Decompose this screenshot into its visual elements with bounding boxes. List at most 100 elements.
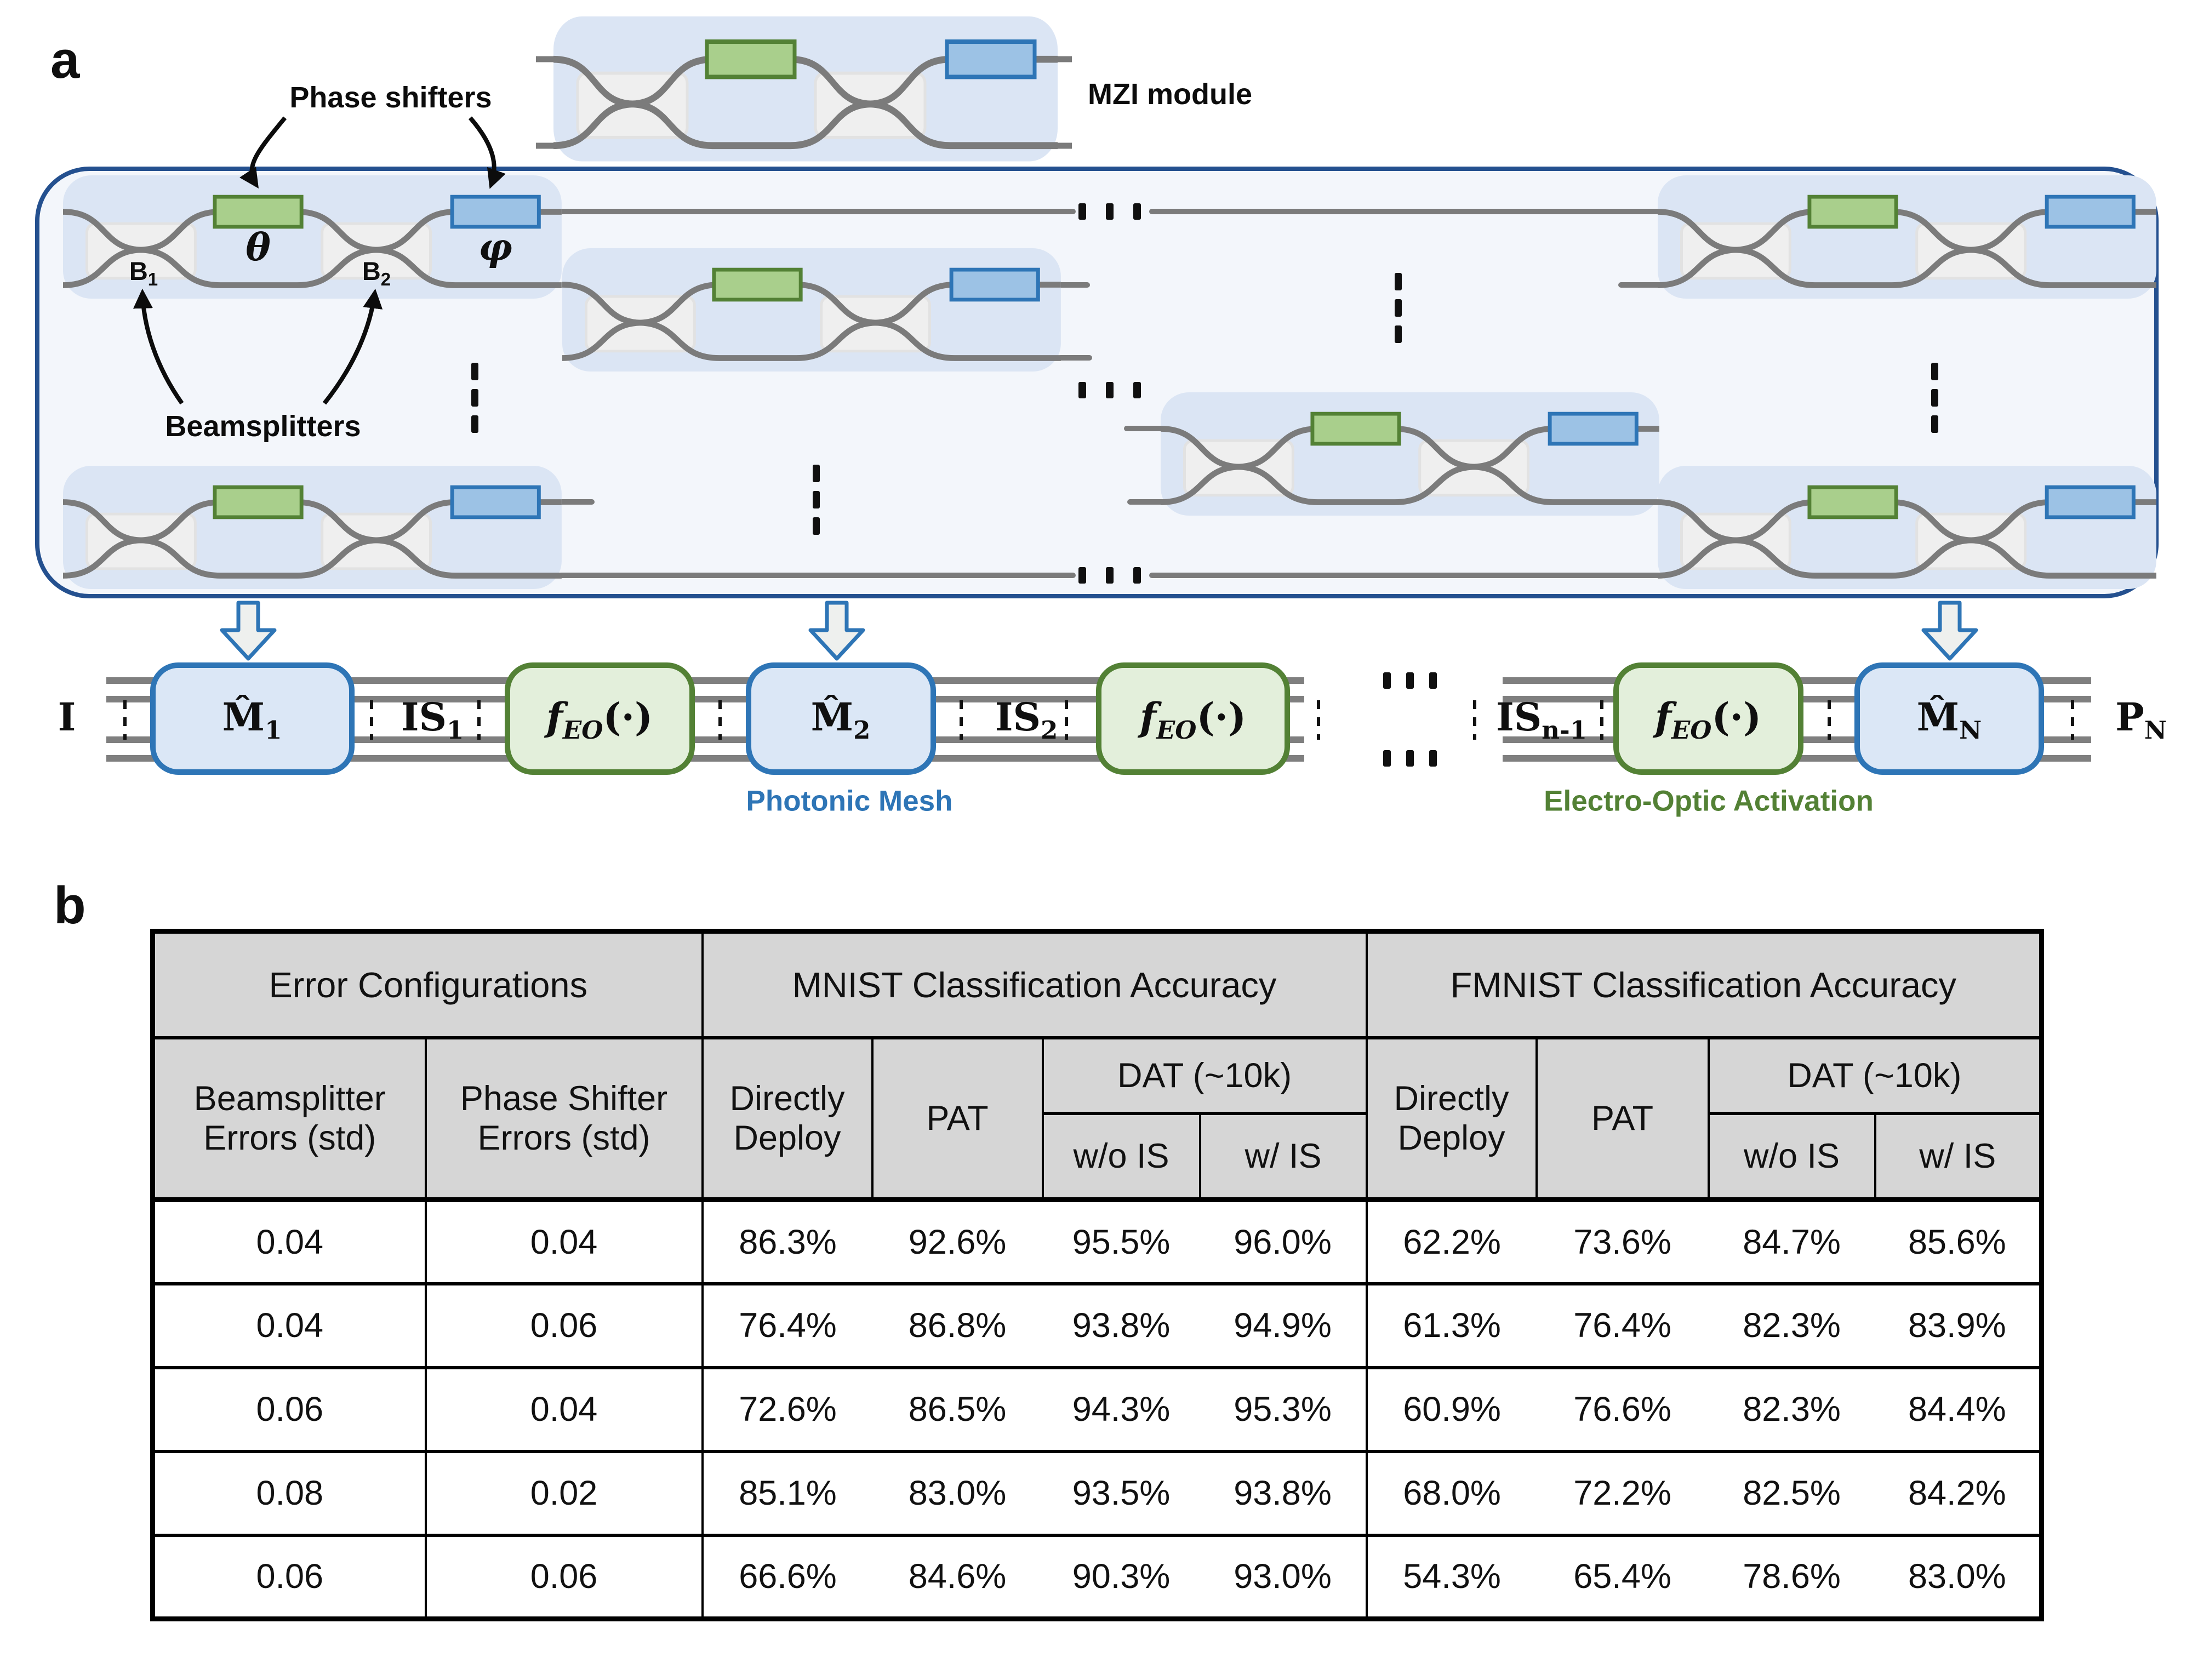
mzi-bottom-left (63, 466, 562, 589)
col-header-directly-deploy-mnist: Directly Deploy (702, 1036, 874, 1202)
table-cell: 82.3% (1708, 1282, 1875, 1369)
table-cell: 82.5% (1708, 1449, 1875, 1537)
col-header-beamsplitter-errors: Beamsplitter Errors (std) (150, 1036, 427, 1202)
table-cell: 76.6% (1536, 1365, 1709, 1453)
table-cell: 78.6% (1708, 1533, 1875, 1621)
mzi-module-label: MZI module (1088, 78, 1252, 111)
table-cell: 85.6% (1875, 1198, 2045, 1285)
table-cell: 90.3% (1042, 1533, 1200, 1621)
activation-box-3 (1613, 662, 1803, 775)
group-header-mnist: MNIST Classification Accuracy (702, 929, 1368, 1039)
table-cell: 73.6% (1536, 1198, 1709, 1285)
pn-label: PN (2115, 694, 2167, 745)
table-cell: 62.2% (1366, 1198, 1537, 1285)
table-cell: 0.02 (425, 1449, 704, 1537)
mesh-box-m1 (150, 662, 355, 775)
col-header-pat-mnist: PAT (872, 1036, 1044, 1202)
flow-boxes (150, 662, 2044, 775)
table-cell: 82.3% (1708, 1365, 1875, 1453)
table-cell: 68.0% (1366, 1449, 1537, 1537)
table-cell: 84.6% (872, 1533, 1043, 1621)
group-header-error-config: Error Configurations (150, 929, 704, 1039)
table-row: 0.04 0.04 86.3% 92.6% 95.5% 96.0% 62.2% … (150, 1198, 2045, 1285)
phi-label: φ (478, 226, 512, 270)
beamsplitters-label: Beamsplitters (165, 410, 361, 443)
table-row: 0.08 0.02 85.1% 83.0% 93.5% 93.8% 68.0% … (150, 1449, 2045, 1537)
table-cell: 86.5% (872, 1365, 1043, 1453)
mzi-top-right (1658, 175, 2156, 299)
table-cell: 94.9% (1200, 1282, 1368, 1369)
phase-shifters-label: Phase shifters (289, 81, 492, 114)
table-cell: 93.8% (1200, 1449, 1368, 1537)
accuracy-table: Error Configurations MNIST Classificatio… (150, 929, 2045, 1621)
mzi-middle-right (1161, 392, 1659, 516)
table-cell: 65.4% (1536, 1533, 1709, 1621)
table-cell: 0.06 (150, 1365, 427, 1453)
beamsplitter-arrow-left (133, 288, 184, 405)
beamsplitter-2-label: B2 (362, 256, 391, 290)
table-cell: 83.0% (1875, 1533, 2045, 1621)
table-cell: 0.06 (150, 1533, 427, 1621)
m2-label: M̂2 (810, 694, 871, 745)
col-header-pat-fmnist: PAT (1536, 1036, 1710, 1202)
col-header-dat-mnist: DAT (~10k) (1042, 1036, 1368, 1115)
mesh-ellipsis-dots (471, 203, 1938, 584)
eo-activation-caption: Electro-Optic Activation (1544, 785, 1874, 818)
col-header-wo-is-fmnist: w/o IS (1708, 1111, 1876, 1202)
table-cell: 95.3% (1200, 1365, 1368, 1453)
table-cell: 0.04 (150, 1282, 427, 1369)
mn-label: M̂N (1916, 694, 1982, 745)
col-header-dat-fmnist: DAT (~10k) (1708, 1036, 2045, 1115)
table-cell: 54.3% (1366, 1533, 1537, 1621)
table-cell: 0.04 (150, 1198, 427, 1285)
table-cell: 76.4% (1536, 1282, 1709, 1369)
photonic-mesh-diagram (35, 0, 2192, 775)
col-header-phase-shifter-errors: Phase Shifter Errors (std) (425, 1036, 704, 1202)
phase-shifter-arrow-left (239, 116, 287, 188)
panel-b-label: b (54, 876, 86, 935)
table-cell: 83.9% (1875, 1282, 2045, 1369)
table-cell: 0.08 (150, 1449, 427, 1537)
table-cell: 84.2% (1875, 1449, 2045, 1537)
table-cell: 72.2% (1536, 1449, 1709, 1537)
table-cell: 83.0% (872, 1449, 1043, 1537)
is1-label: IS1 (401, 694, 464, 745)
table-cell: 93.0% (1200, 1533, 1368, 1621)
mzi-bottom-right (1658, 466, 2156, 589)
table-row: 0.06 0.04 72.6% 86.5% 94.3% 95.3% 60.9% … (150, 1365, 2045, 1453)
mesh-box-mn (1854, 662, 2044, 775)
feo1-label: fEO(·) (546, 694, 653, 745)
activation-box-1 (505, 662, 695, 775)
table-cell: 86.3% (702, 1198, 872, 1285)
table-cell: 84.4% (1875, 1365, 2045, 1453)
table-cell: 96.0% (1200, 1198, 1368, 1285)
table-cell: 0.04 (425, 1365, 704, 1453)
mzi-middle-left (562, 248, 1061, 372)
table-cell: 85.1% (702, 1449, 872, 1537)
table-cell: 72.6% (702, 1365, 872, 1453)
table-cell: 0.04 (425, 1198, 704, 1285)
col-header-w-is-mnist: w/ IS (1200, 1111, 1368, 1202)
col-header-wo-is-mnist: w/o IS (1042, 1111, 1201, 1202)
activation-box-2 (1096, 662, 1290, 775)
mesh-to-flow-arrows (222, 603, 1976, 659)
beamsplitter-1-label: B1 (129, 256, 158, 290)
table-cell: 76.4% (702, 1282, 872, 1369)
table-cell: 84.7% (1708, 1198, 1875, 1285)
flow-ellipsis-dots (1383, 672, 1437, 767)
group-header-fmnist: FMNIST Classification Accuracy (1366, 929, 2045, 1039)
annotation-arrows (133, 116, 506, 405)
table-cell: 0.06 (425, 1533, 704, 1621)
mzi-module-standalone (536, 16, 1072, 162)
table-cell: 61.3% (1366, 1282, 1537, 1369)
col-header-directly-deploy-fmnist: Directly Deploy (1366, 1036, 1538, 1202)
table-row: 0.04 0.06 76.4% 86.8% 93.8% 94.9% 61.3% … (150, 1282, 2045, 1369)
feo3-label: fEO(·) (1654, 694, 1762, 745)
table-cell: 66.6% (702, 1533, 872, 1621)
table-cell: 95.5% (1042, 1198, 1200, 1285)
table-cell: 86.8% (872, 1282, 1043, 1369)
table-cell: 93.5% (1042, 1449, 1200, 1537)
panel-a-label: a (50, 31, 80, 89)
theta-label: θ (246, 226, 271, 270)
